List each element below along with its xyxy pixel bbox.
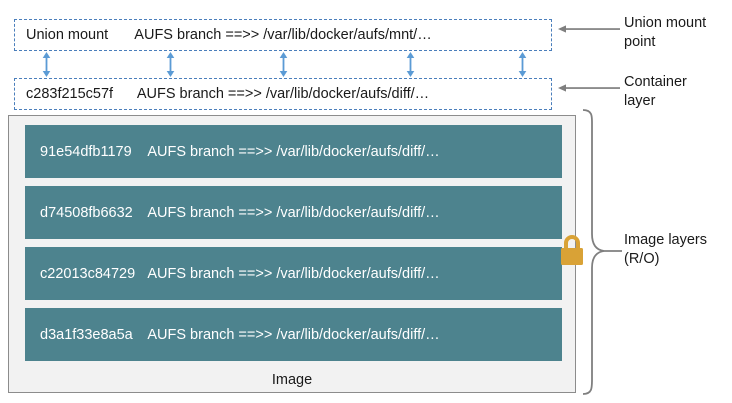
- double-headed-arrow-icon: [518, 52, 527, 77]
- image-layer-row: d3a1f33e8a5a AUFS branch ==>> /var/lib/d…: [25, 308, 562, 361]
- double-headed-arrow-icon: [279, 52, 288, 77]
- container-layer-id: c283f215c57f: [26, 86, 114, 102]
- double-headed-arrow-icon: [406, 52, 415, 77]
- union-mount-label: Union mount: [26, 27, 109, 43]
- image-layer-id: d3a1f33e8a5a: [40, 326, 133, 343]
- image-layer-branch-path: AUFS branch ==>> /var/lib/docker/aufs/di…: [147, 204, 440, 221]
- image-layer-branch-path: AUFS branch ==>> /var/lib/docker/aufs/di…: [147, 143, 440, 160]
- right-curly-brace-icon: [582, 109, 622, 395]
- left-arrow-icon: [558, 25, 620, 33]
- union-mount-branch-path: AUFS branch ==>> /var/lib/docker/aufs/mn…: [134, 27, 432, 43]
- image-layer-branch-path: AUFS branch ==>> /var/lib/docker/aufs/di…: [147, 326, 440, 343]
- image-caption-label: Image: [271, 372, 313, 388]
- container-layer-box: c283f215c57f AUFS branch ==>> /var/lib/d…: [14, 78, 552, 110]
- union-mount-point-callout-label: Union mount point: [624, 15, 707, 50]
- image-layer-branch-path: AUFS branch ==>> /var/lib/docker/aufs/di…: [147, 265, 440, 282]
- image-layer-row: 91e54dfb1179 AUFS branch ==>> /var/lib/d…: [25, 125, 562, 178]
- image-layer-row: d74508fb6632 AUFS branch ==>> /var/lib/d…: [25, 186, 562, 239]
- image-layer-id: c22013c84729: [40, 265, 136, 282]
- double-headed-arrow-icon: [42, 52, 51, 77]
- image-layer-id: d74508fb6632: [40, 204, 133, 221]
- container-layer-branch-path: AUFS branch ==>> /var/lib/docker/aufs/di…: [136, 86, 430, 102]
- container-layer-callout-label: Container layer: [624, 74, 687, 109]
- double-headed-arrow-icon: [166, 52, 175, 77]
- left-arrow-icon: [558, 84, 620, 92]
- image-panel: 91e54dfb1179 AUFS branch ==>> /var/lib/d…: [8, 115, 576, 393]
- image-layer-id: 91e54dfb1179: [40, 143, 132, 160]
- union-mount-box: Union mount AUFS branch ==>> /var/lib/do…: [14, 19, 552, 51]
- image-layers-callout-label: Image layers (R/O): [624, 232, 708, 267]
- padlock-icon: [561, 235, 583, 265]
- image-layer-row: c22013c84729 AUFS branch ==>> /var/lib/d…: [25, 247, 562, 300]
